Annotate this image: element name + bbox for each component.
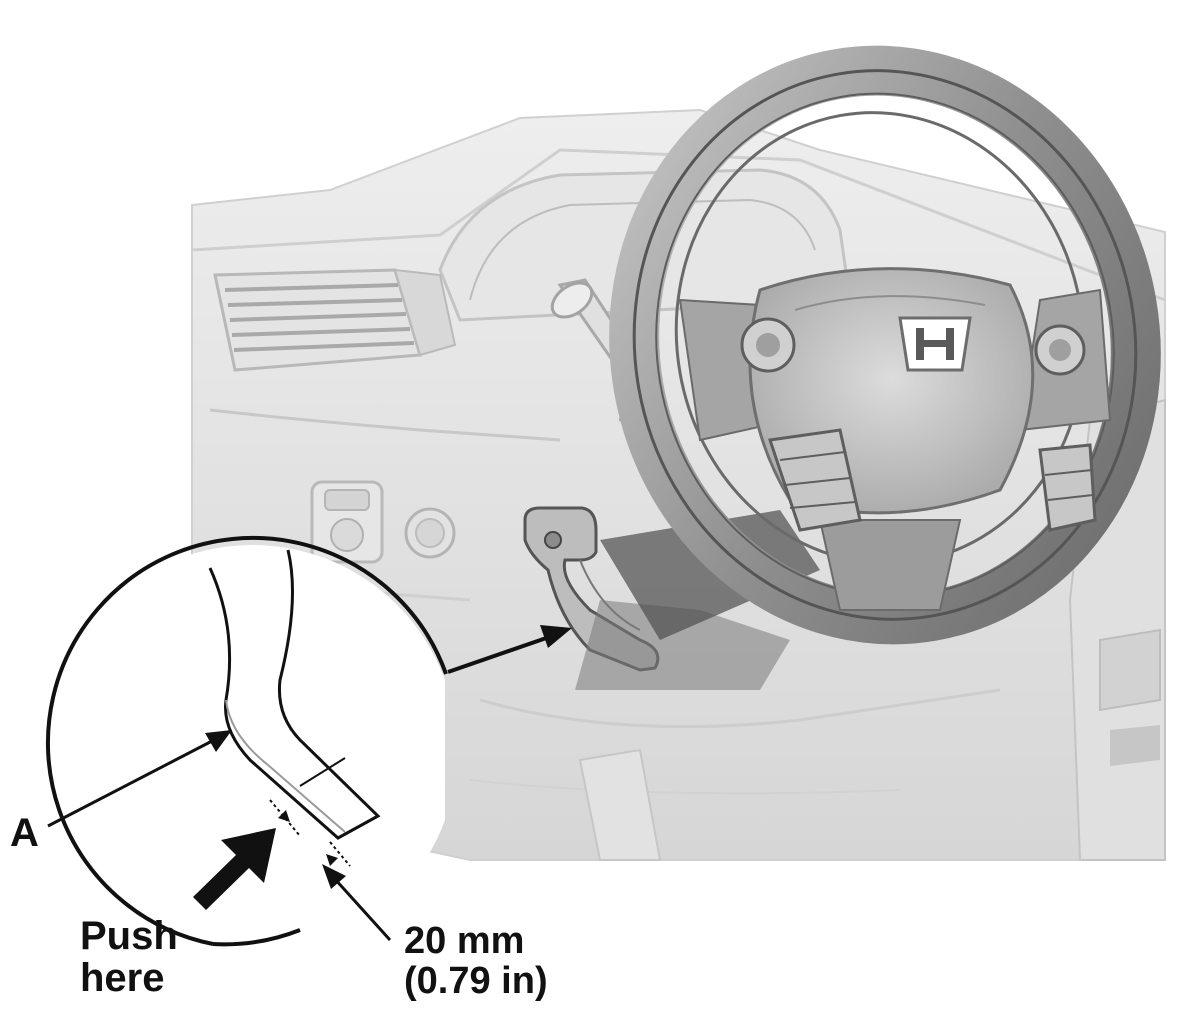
push-here-label: Push here	[80, 915, 178, 999]
dimension-imperial: (0.79 in)	[404, 959, 548, 1002]
push-here-line1: Push	[80, 914, 178, 958]
detail-view	[45, 535, 572, 955]
brand-emblem	[898, 316, 972, 372]
detail-leader-arrowhead	[540, 625, 572, 648]
part-a-leader-arrowhead	[205, 730, 232, 752]
push-here-line2: here	[80, 956, 165, 1000]
detail-leader-arrow	[447, 633, 556, 674]
dimension-leader-arrowhead	[322, 864, 346, 889]
dimension-leader	[332, 876, 392, 942]
push-arrow-icon	[193, 828, 276, 910]
callout-label-a: A	[10, 811, 39, 855]
part-a-detail	[208, 549, 381, 840]
steering-wheel	[609, 45, 1161, 645]
part-a-leader	[47, 738, 215, 828]
air-vent	[213, 268, 457, 372]
dimension-label: 20 mm (0.79 in)	[404, 920, 548, 1002]
dimension-metric: 20 mm	[404, 920, 525, 962]
lever-bracket	[523, 506, 820, 690]
steering-buttons	[740, 317, 1097, 532]
